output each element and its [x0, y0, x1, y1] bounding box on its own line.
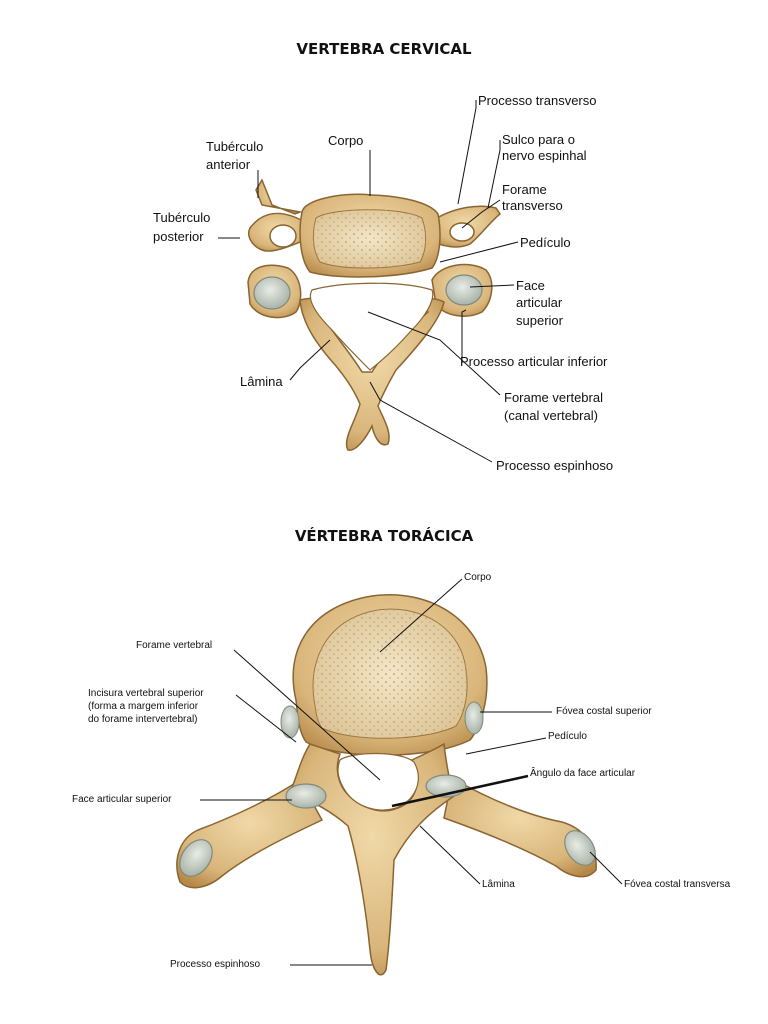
label-corpo-toracica: Corpo — [464, 572, 491, 584]
label-fovea-costal-superior: Fóvea costal superior — [556, 706, 652, 718]
cervical-left-articular-face — [254, 277, 290, 309]
label-incisura-line2: (forma a margem inferior — [88, 701, 198, 713]
label-corpo-cervical: Corpo — [328, 133, 363, 148]
label-forame-transverso-line1: Forame — [502, 182, 547, 197]
thoracic-left-superior-facet — [286, 784, 326, 808]
cervical-anterior-tubercle — [256, 180, 300, 214]
label-face-line2: articular — [516, 295, 562, 310]
label-tuberculo-posterior-line2: posterior — [153, 229, 204, 244]
label-tuberculo-posterior-line1: Tubérculo — [153, 210, 210, 225]
cervical-left-transverse-foramen — [270, 225, 296, 247]
label-pediculo: Pedículo — [520, 235, 571, 250]
cervical-right-articular-face — [446, 275, 482, 305]
label-forame-vertebral-toracica: Forame vertebral — [136, 640, 212, 652]
cervical-right-transverse-foramen — [450, 223, 474, 241]
thoracic-title: VÉRTEBRA TORÁCICA — [0, 527, 768, 545]
label-tuberculo-anterior-line2: anterior — [206, 157, 250, 172]
label-incisura-line3: do forame intervertebral) — [88, 714, 198, 726]
label-incisura-line1: Incisura vertebral superior — [88, 688, 204, 700]
label-face-line1: Face — [516, 278, 545, 293]
label-processo-espinhoso-toracica: Processo espinhoso — [170, 959, 260, 971]
thoracic-left-body-facet — [281, 706, 299, 738]
label-angulo-face-articular: Ângulo da face articular — [530, 768, 635, 780]
label-lamina-toracica: Lâmina — [482, 879, 515, 891]
label-processo-transverso: Processo transverso — [478, 93, 597, 108]
label-sulco-line2: nervo espinhal — [502, 148, 587, 163]
thoracic-right-body-facet — [465, 702, 483, 734]
thoracic-vertebra — [173, 595, 601, 975]
label-lamina: Lâmina — [240, 374, 283, 389]
label-processo-articular-inferior: Processo articular inferior — [460, 354, 607, 369]
label-forame-vertebral-line1: Forame vertebral — [504, 390, 603, 405]
thoracic-right-transverse — [444, 778, 596, 877]
label-forame-transverso-line2: transverso — [502, 198, 563, 213]
label-processo-espinhoso: Processo espinhoso — [496, 458, 613, 473]
label-tuberculo-anterior-line1: Tubérculo — [206, 139, 263, 154]
label-fovea-costal-transversa: Fóvea costal transversa — [624, 879, 730, 891]
label-face-line3: superior — [516, 313, 563, 328]
label-sulco-line1: Sulco para o — [502, 132, 575, 147]
label-face-articular-superior: Face articular superior — [72, 794, 171, 806]
label-pediculo-toracica: Pedículo — [548, 731, 587, 743]
label-forame-vertebral-line2: (canal vertebral) — [504, 408, 598, 423]
